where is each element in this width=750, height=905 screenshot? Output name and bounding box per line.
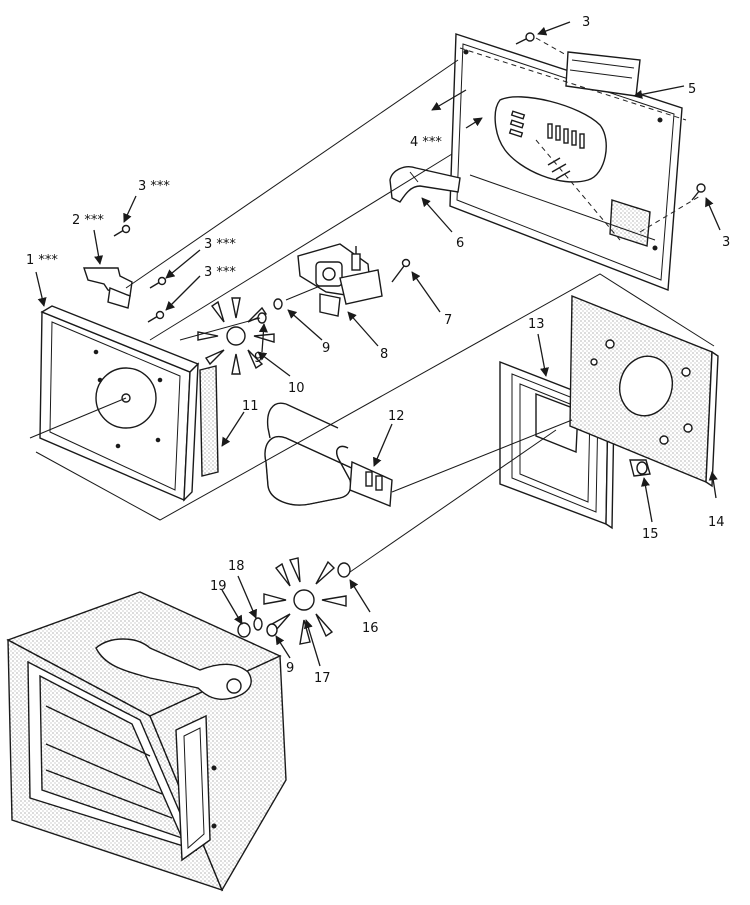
mounting-bracket — [83, 267, 133, 309]
label-part-3d: 3 — [582, 15, 590, 30]
washers-lower — [237, 617, 278, 638]
label-part-14: 14 — [708, 515, 725, 530]
screws-set — [113, 224, 167, 323]
leader-arrows — [35, 21, 721, 667]
label-part-9a: 9 — [322, 341, 330, 356]
label-part-2: 2 *** — [72, 213, 104, 228]
label-part-18: 18 — [228, 559, 245, 574]
back-insulation-panel — [569, 294, 719, 488]
fan-blade-lower — [263, 557, 347, 645]
label-part-19: 19 — [210, 579, 227, 594]
fan-motor — [297, 243, 383, 317]
nut-15 — [629, 459, 651, 477]
screw-3-right — [691, 183, 706, 201]
screw-3-top — [515, 32, 535, 45]
label-part-17: 17 — [314, 671, 331, 686]
label-part-3c: 3 *** — [204, 265, 236, 280]
label-part-4: 4 *** — [410, 135, 442, 150]
label-part-10: 10 — [288, 381, 305, 396]
label-part-11: 11 — [242, 399, 259, 414]
label-part-6: 6 — [456, 236, 464, 251]
label-part-15: 15 — [642, 527, 659, 542]
heating-element — [264, 402, 393, 508]
washers-upper — [257, 298, 283, 324]
label-part-1: 1 *** — [26, 253, 58, 268]
rear-panel — [449, 33, 683, 291]
gasket-strip — [199, 365, 219, 477]
label-part-16: 16 — [362, 621, 379, 636]
nut-16 — [337, 562, 351, 578]
insulation-card — [565, 51, 641, 97]
label-part-3e: 3 — [722, 235, 730, 250]
part-labels: 1 *** 2 *** 3 *** 3 *** 3 *** 3 3 4 *** … — [26, 15, 730, 686]
label-part-7: 7 — [444, 313, 452, 328]
label-part-9b: 9 — [254, 351, 262, 366]
duct-bracket — [389, 166, 461, 203]
label-part-12: 12 — [388, 409, 405, 424]
label-part-8: 8 — [380, 347, 388, 362]
vent-slots — [508, 110, 585, 180]
assembly-lines — [29, 37, 715, 573]
fan-housing-panel — [39, 305, 200, 502]
fan-blade-upper — [197, 297, 275, 375]
label-part-13: 13 — [528, 317, 545, 332]
screw-7 — [391, 258, 411, 283]
label-part-5: 5 — [688, 82, 696, 97]
label-part-3a: 3 *** — [138, 179, 170, 194]
label-part-3b: 3 *** — [204, 237, 236, 252]
oven-cavity — [6, 591, 287, 892]
label-part-9c: 9 — [286, 661, 294, 676]
